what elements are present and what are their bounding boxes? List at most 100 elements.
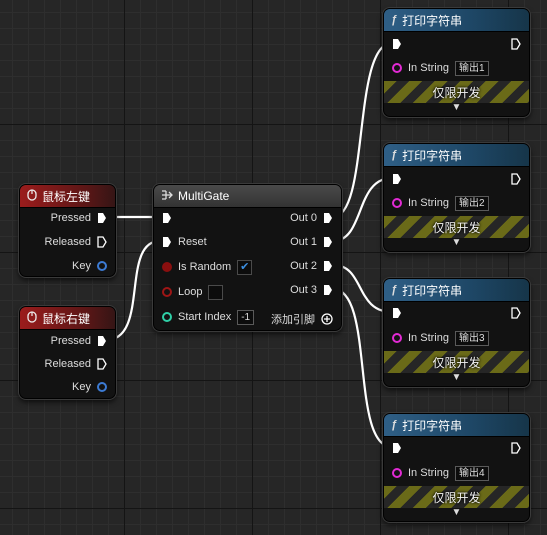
- print-string-node-4[interactable]: ƒ 打印字符串 In String 输出4 仅限开发 ▼: [383, 413, 530, 522]
- pin-label: Pressed: [50, 335, 91, 347]
- pin-label: Reset: [178, 236, 207, 248]
- pin-row-exec-in[interactable]: [392, 171, 402, 187]
- expand-chevron-icon[interactable]: ▼: [451, 237, 462, 248]
- dev-only-banner: 仅限开发: [384, 486, 529, 508]
- exec-pin-empty-icon[interactable]: [97, 236, 107, 248]
- pin-label: Released: [44, 358, 91, 370]
- string-pin-icon[interactable]: [392, 333, 402, 343]
- function-icon: ƒ: [391, 419, 398, 431]
- pin-label: Released: [44, 236, 91, 248]
- pin-row-in-string[interactable]: In String 输出2: [392, 195, 489, 211]
- pin-row-pressed[interactable]: Pressed: [51, 333, 107, 349]
- pin-row-exec-out[interactable]: [511, 305, 521, 321]
- function-icon: ƒ: [391, 284, 398, 296]
- int-pin-icon[interactable]: [162, 312, 172, 322]
- pin-row-released[interactable]: Released: [45, 234, 107, 250]
- exec-pin-filled-icon[interactable]: [392, 442, 402, 454]
- bool-pin-icon[interactable]: [162, 287, 172, 297]
- pin-row-in-string[interactable]: In String 输出4: [392, 465, 489, 481]
- exec-pin-filled-icon[interactable]: [392, 173, 402, 185]
- pin-row-start-index[interactable]: Start Index -1: [162, 309, 255, 325]
- exec-pin-filled-icon[interactable]: [392, 307, 402, 319]
- print-string-header[interactable]: ƒ 打印字符串: [384, 414, 529, 437]
- exec-pin-empty-icon[interactable]: [511, 442, 521, 454]
- key-pin-icon[interactable]: [97, 261, 107, 271]
- mouse-left-node[interactable]: 鼠标左键 Pressed Released Key: [19, 184, 116, 277]
- in-string-field[interactable]: 输出2: [454, 195, 489, 211]
- bool-pin-icon[interactable]: [162, 262, 172, 272]
- print-string-node-1[interactable]: ƒ 打印字符串 In String 输出1 仅限开发 ▼: [383, 8, 530, 117]
- is-random-checkbox[interactable]: ✔: [237, 259, 253, 275]
- print-string-header[interactable]: ƒ 打印字符串: [384, 144, 529, 167]
- exec-pin-filled-icon[interactable]: [97, 212, 107, 224]
- mouse-right-node[interactable]: 鼠标右键 Pressed Released Key: [19, 306, 116, 399]
- in-string-field[interactable]: 输出4: [454, 465, 489, 481]
- pin-row-is-random[interactable]: Is Random ✔: [162, 259, 253, 275]
- string-pin-icon[interactable]: [392, 198, 402, 208]
- pin-row-in-string[interactable]: In String 输出1: [392, 60, 489, 76]
- expand-chevron-icon[interactable]: ▼: [451, 507, 462, 518]
- pin-row-loop[interactable]: Loop: [162, 284, 224, 300]
- node-title: 打印字符串: [402, 283, 463, 298]
- pin-row-exec-out[interactable]: [511, 171, 521, 187]
- dev-only-banner: 仅限开发: [384, 351, 529, 373]
- pin-label: Key: [72, 381, 91, 393]
- pin-row-pressed[interactable]: Pressed: [51, 210, 107, 226]
- exec-pin-empty-icon[interactable]: [511, 307, 521, 319]
- pin-row-key[interactable]: Key: [72, 258, 107, 274]
- pin-label: In String: [408, 467, 449, 479]
- multigate-node[interactable]: MultiGate Reset Is Random ✔ Loop Start I…: [153, 184, 342, 331]
- mouse-icon: [27, 188, 37, 204]
- pin-row-exec-in[interactable]: [162, 210, 172, 226]
- pin-row-out0[interactable]: Out 0: [290, 210, 333, 226]
- mouse-right-header[interactable]: 鼠标右键: [20, 307, 115, 330]
- exec-pin-filled-icon[interactable]: [323, 212, 333, 224]
- print-string-node-3[interactable]: ƒ 打印字符串 In String 输出3 仅限开发 ▼: [383, 278, 530, 387]
- pin-row-key[interactable]: Key: [72, 379, 107, 395]
- pin-row-reset[interactable]: Reset: [162, 234, 207, 250]
- exec-pin-filled-icon[interactable]: [392, 38, 402, 50]
- exec-pin-filled-icon[interactable]: [323, 260, 333, 272]
- pin-label: Pressed: [50, 212, 91, 224]
- pin-row-in-string[interactable]: In String 输出3: [392, 330, 489, 346]
- print-string-node-2[interactable]: ƒ 打印字符串 In String 输出2 仅限开发 ▼: [383, 143, 530, 252]
- mouse-left-header[interactable]: 鼠标左键: [20, 185, 115, 208]
- exec-pin-empty-icon[interactable]: [511, 38, 521, 50]
- node-title: 打印字符串: [402, 148, 463, 163]
- pin-label: Out 2: [290, 260, 317, 272]
- pin-row-exec-in[interactable]: [392, 440, 402, 456]
- loop-checkbox[interactable]: [208, 284, 224, 300]
- dev-only-banner: 仅限开发: [384, 216, 529, 238]
- multigate-header[interactable]: MultiGate: [154, 185, 341, 208]
- string-pin-icon[interactable]: [392, 468, 402, 478]
- exec-pin-empty-icon[interactable]: [511, 173, 521, 185]
- exec-pin-filled-icon[interactable]: [162, 212, 172, 224]
- pin-row-exec-out[interactable]: [511, 440, 521, 456]
- pin-row-out1[interactable]: Out 1: [290, 234, 333, 250]
- exec-pin-filled-icon[interactable]: [323, 236, 333, 248]
- exec-pin-empty-icon[interactable]: [97, 358, 107, 370]
- pin-row-out3[interactable]: Out 3: [290, 282, 333, 298]
- key-pin-icon[interactable]: [97, 382, 107, 392]
- exec-pin-filled-icon[interactable]: [323, 284, 333, 296]
- add-pin-button[interactable]: 添加引脚: [271, 311, 333, 327]
- add-pin-label: 添加引脚: [271, 314, 315, 326]
- pin-row-released[interactable]: Released: [45, 356, 107, 372]
- pin-row-exec-out[interactable]: [511, 36, 521, 52]
- pin-row-exec-in[interactable]: [392, 305, 402, 321]
- pin-row-exec-in[interactable]: [392, 36, 402, 52]
- function-icon: ƒ: [391, 14, 398, 26]
- in-string-field[interactable]: 输出3: [454, 330, 489, 346]
- string-pin-icon[interactable]: [392, 63, 402, 73]
- exec-pin-filled-icon[interactable]: [162, 236, 172, 248]
- expand-chevron-icon[interactable]: ▼: [451, 102, 462, 113]
- exec-pin-filled-icon[interactable]: [97, 335, 107, 347]
- print-string-header[interactable]: ƒ 打印字符串: [384, 9, 529, 32]
- print-string-header[interactable]: ƒ 打印字符串: [384, 279, 529, 302]
- expand-chevron-icon[interactable]: ▼: [451, 372, 462, 383]
- node-title: MultiGate: [178, 189, 230, 203]
- start-index-field[interactable]: -1: [237, 309, 255, 325]
- pin-label: In String: [408, 332, 449, 344]
- in-string-field[interactable]: 输出1: [454, 60, 489, 76]
- pin-row-out2[interactable]: Out 2: [290, 258, 333, 274]
